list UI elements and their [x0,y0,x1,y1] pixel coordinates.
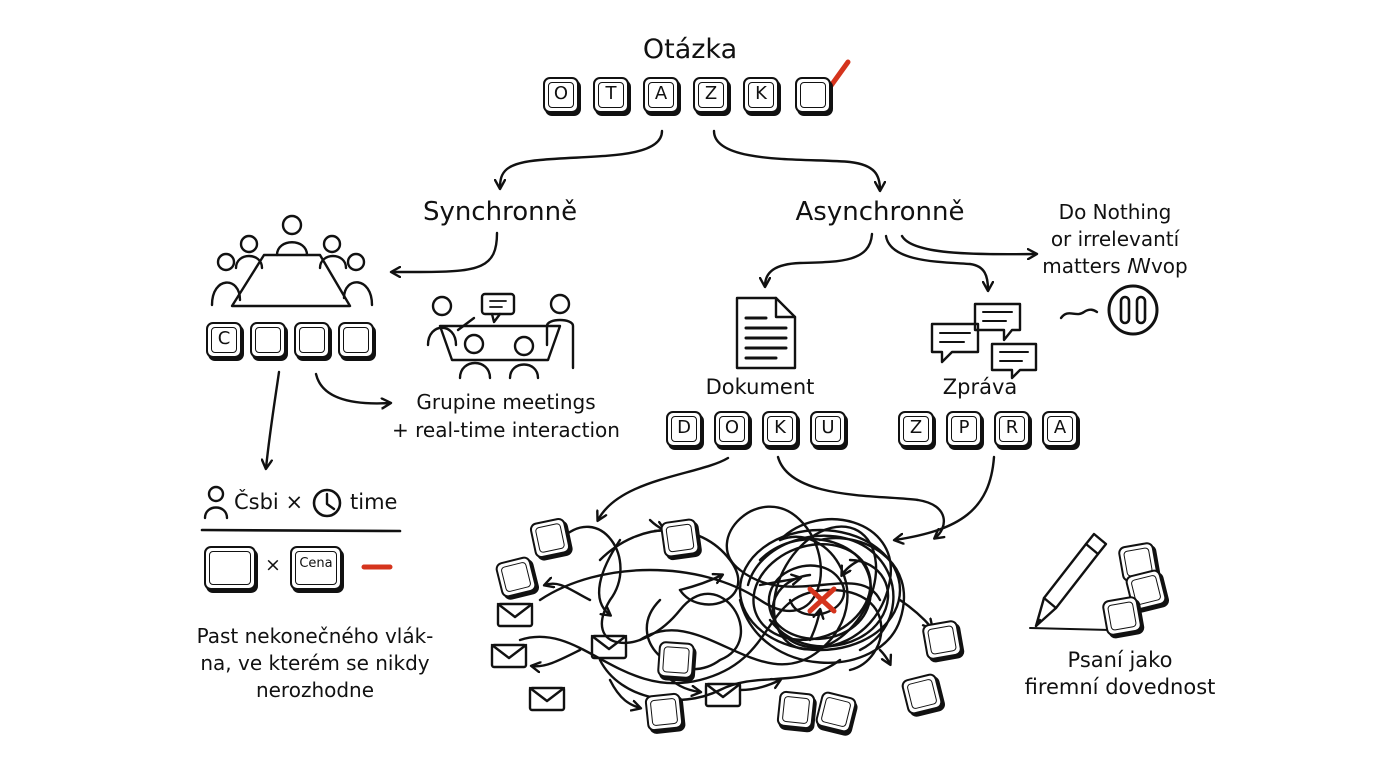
dokument-key: O [714,411,750,447]
dokument-key: K [762,411,798,447]
zprava-label: Zpráva [942,375,1018,399]
dokument-key: U [810,411,846,447]
meetings-caption-line2: + real-time interaction [392,418,620,442]
cena-key: Cena [290,546,342,590]
nothing-line1: Do Nothing [1058,200,1172,224]
dokument-label: Dokument [705,375,815,399]
key-z: Z [693,77,729,113]
scattered-key [776,690,816,730]
writing-caption-line1: Psaní jako [1067,648,1173,672]
meeting-key [294,322,330,358]
scattered-key [921,619,963,661]
meeting-key [338,322,374,358]
scattered-key [528,516,572,560]
thread-caption-line2: na, ve kterém se nikdy [200,651,430,675]
key-a: A [643,77,679,113]
nothing-line2: or irrelevantí [1050,227,1180,251]
scattered-key [644,692,684,732]
cross-icon [807,586,837,614]
meetings-caption-line1: Grupine meetings [416,390,596,414]
zprava-key: Z [898,411,934,447]
root-title: Otázka [642,34,738,65]
envelope-icon [490,643,528,669]
arrow-zprava-to-tangle [895,455,996,540]
arrow-keys-to-grupine [314,372,390,403]
writing-caption-line2: firemní dovednost [1024,675,1216,699]
formula-empty-key [204,546,256,590]
zprava-key: A [1042,411,1078,447]
stacked-key [1101,595,1143,637]
nothing-line3: matters ꟿvop [1042,254,1188,278]
formula-top-text: Čsbi × [234,490,304,514]
arrow-keys-to-formula [266,370,281,468]
arrow-sync-to-meeting [392,231,499,272]
zprava-key: P [946,411,982,447]
sync-label: Synchronně [422,197,578,227]
meeting-key [250,322,286,358]
formula-multiply: × [265,554,281,576]
arrow-to-sync [500,129,664,188]
envelope-icon [496,602,534,628]
chat-bubbles-icon [930,302,1038,380]
key-check [795,77,831,113]
clock-icon [312,488,342,518]
key-o: O [543,77,579,113]
arrow-async-to-nothing [900,234,1036,254]
key-t: T [593,77,629,113]
thread-caption-line3: nerozhodne [255,678,375,702]
envelope-icon [590,634,628,660]
arrow-async-to-zprava [884,234,988,290]
dokument-key: D [666,411,702,447]
fraction-line [200,528,402,533]
document-icon [735,296,797,370]
formula-time-text: time [350,490,398,514]
arrow-async-to-dokument [765,232,874,286]
arrow-doku-to-thread [598,456,730,520]
meeting-key: C [206,322,242,358]
envelope-icon [528,686,566,712]
knot-tangle [738,518,906,664]
pause-icon [1107,284,1159,336]
envelope-icon [704,682,742,708]
tilde-mark [1059,308,1099,320]
thread-caption-line1: Past nekonečného vlák- [196,624,434,648]
meeting-table-icon [210,214,374,308]
arrow-doku-to-tangle [776,455,944,538]
zprava-key: R [994,411,1030,447]
key-k: K [743,77,779,113]
scattered-key [659,517,701,559]
async-label: Asynchronně [795,197,965,227]
scattered-key [656,640,696,680]
group-meeting-icon [426,292,575,380]
arrow-to-async [712,129,880,190]
pen-icon [1029,532,1111,631]
person-icon [203,485,229,520]
